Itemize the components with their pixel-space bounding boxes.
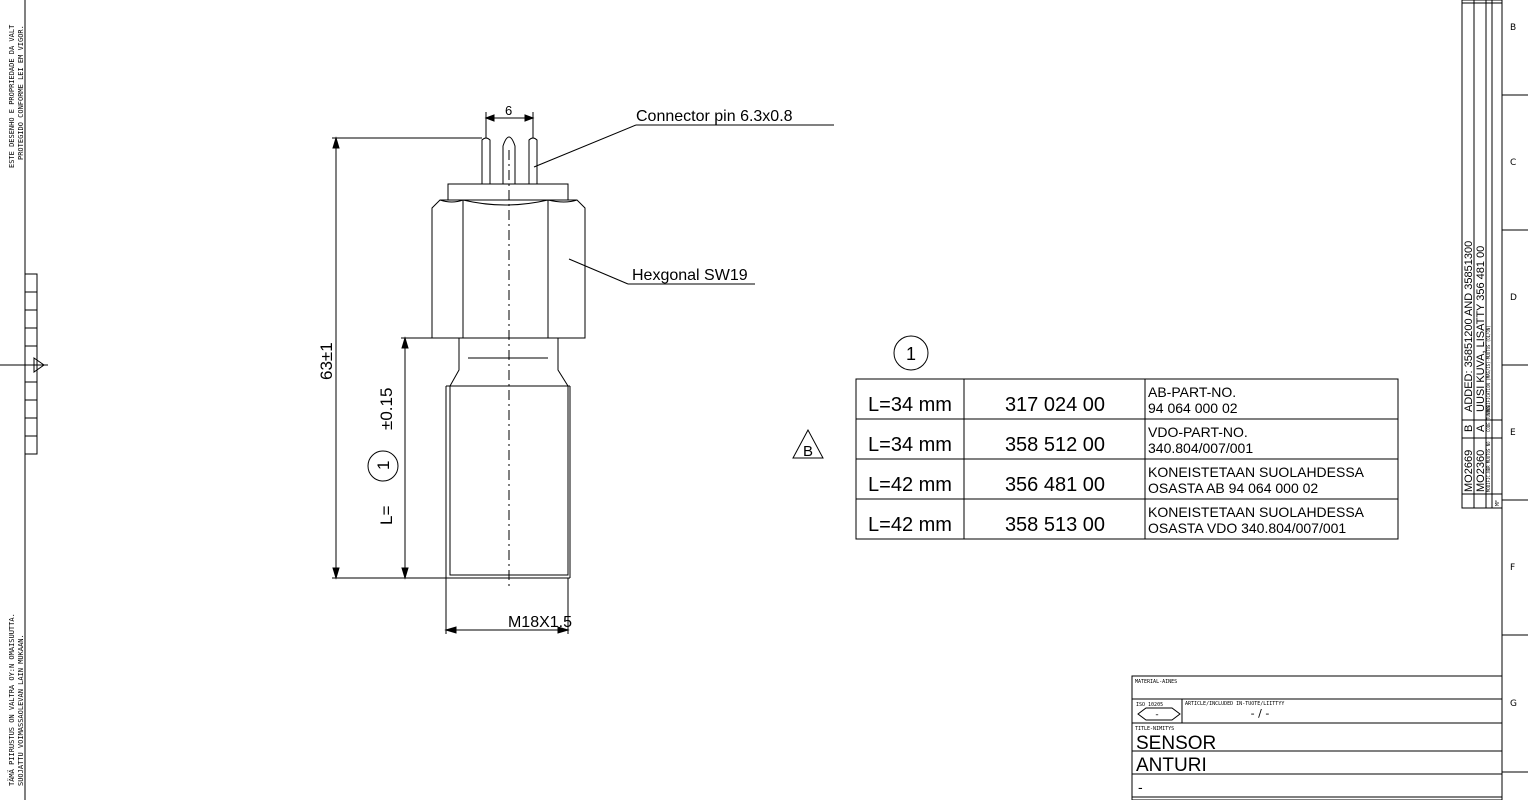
connector-pin-right [528, 137, 538, 184]
revision-header-mf: MF [1495, 500, 1501, 506]
iso-label: ISO 10205 [1136, 702, 1163, 708]
left-border [0, 0, 48, 800]
title-en: SENSOR [1136, 733, 1216, 754]
article-value: - / - [1251, 707, 1270, 720]
length-ref-circle [367, 450, 399, 482]
title-fi: ANTURI [1136, 755, 1207, 776]
table-ref-circle [893, 335, 929, 371]
margin-note-bottom: TÄMÄ PIIRUSTUS ON VALTRA OY:N OMAISUUTTA… [7, 613, 25, 786]
variant-table: 1 B L=34 mm 317 024 00 AB-PART-NO. 94 06… [792, 335, 1399, 540]
row-code: 358 512 00 [1005, 434, 1105, 456]
row-code: 356 481 00 [1005, 474, 1105, 496]
margin-note-top-line2: PROTEGIDO CONFORME LEI EM VIGOR. [17, 25, 25, 160]
article-label: ARTICLE/INCLUDED IN-TUOTE/LIITTYY [1185, 701, 1284, 707]
row-length: L=42 mm [868, 514, 952, 536]
row-desc1: KONEISTETAAN SUOLAHDESSA [1148, 504, 1365, 520]
zone-letter-d: D [1510, 293, 1517, 303]
table-row: L=34 mm 358 512 00 VDO-PART-NO. 340.804/… [868, 424, 1253, 456]
revision-code-b: B [1463, 425, 1475, 432]
revision-mf-b: MO2669 [1463, 450, 1475, 492]
iso-value: - [1155, 710, 1158, 720]
row-desc1: KONEISTETAAN SUOLAHDESSA [1148, 464, 1365, 480]
title-block: MATERIAL-AINES ISO 10205 - ARTICLE/INCLU… [1131, 675, 1503, 801]
margin-note-top-line1: ESTE DESENHO E PROPRIEDADE DA VALT [8, 24, 16, 168]
zone-letter-c: C [1510, 158, 1516, 168]
revision-text-a: UUSI KUVA, LISATTY 356 481 00 [1475, 246, 1487, 412]
flange [447, 183, 569, 201]
callout-connector-pin: Connector pin 6.3x0.8 [636, 108, 793, 125]
revision-header-modific: MODIFIC.NBR MUUTOS NO [1486, 441, 1491, 492]
dim-pin-spacing: 6 [505, 103, 512, 118]
connector-pin-left [481, 137, 491, 184]
revision-header-code: CODE TUNNUS [1486, 405, 1491, 432]
margin-note-bottom-line1: TÄMÄ PIIRUSTUS ON VALTRA OY:N OMAISUUTTA… [7, 613, 16, 786]
row-length: L=34 mm [868, 394, 952, 416]
row-length: L=42 mm [868, 474, 952, 496]
table-ref-number: 1 [906, 344, 916, 364]
right-border: B C D E F G [1501, 0, 1528, 800]
row-desc2: 94 064 000 02 [1148, 400, 1238, 416]
iso-symbol [1137, 707, 1181, 721]
sensor-part-drawing [431, 136, 586, 590]
dim-total-length: 63±1 [317, 342, 336, 380]
dim-length-ref: 1 [374, 461, 393, 470]
zone-letter-e: E [1510, 428, 1516, 438]
revision-header-text: MODIFICATION (MAS/IS)-MUUTOS (OL/ON) [1486, 325, 1491, 412]
dimensions [332, 112, 834, 634]
dim-length-prefix: L= [377, 506, 396, 525]
revision-block: MO2669 B ADDED: 35851200 AND 35851300 MO… [1461, 0, 1503, 509]
table-row: L=34 mm 317 024 00 AB-PART-NO. 94 064 00… [868, 384, 1238, 416]
row-code: 317 024 00 [1005, 394, 1105, 416]
table-row: L=42 mm 358 513 00 KONEISTETAAN SUOLAHDE… [868, 504, 1365, 536]
revision-mf-a: MO2360 [1475, 450, 1487, 492]
revision-mark: B [803, 443, 813, 460]
margin-note-bottom-line2: SUOJATTU VOIMASSAOLEVAN LAIN MUKAAN. [17, 634, 25, 786]
zone-letter-b: B [1510, 23, 1516, 33]
dimension-texts: 6 Connector pin 6.3x0.8 Hexgonal SW19 M1… [317, 103, 793, 631]
dim-thread: M18X1.5 [508, 614, 572, 631]
row-desc2: OSASTA AB 94 064 000 02 [1148, 480, 1318, 496]
title-extra: - [1138, 779, 1143, 795]
row-desc1: VDO-PART-NO. [1148, 424, 1248, 440]
margin-note-top: ESTE DESENHO E PROPRIEDADE DA VALT PROTE… [8, 24, 25, 168]
connector-pin-center [502, 136, 516, 184]
title-label: TITLE-NIMITYS [1135, 726, 1174, 732]
row-desc2: OSASTA VDO 340.804/007/001 [1148, 520, 1346, 536]
revision-text-b: ADDED: 35851200 AND 35851300 [1463, 241, 1475, 412]
table-row: L=42 mm 356 481 00 KONEISTETAAN SUOLAHDE… [868, 464, 1365, 496]
callout-hexagonal: Hexgonal SW19 [632, 267, 748, 284]
zone-letter-f: F [1510, 563, 1515, 573]
revision-triangle [792, 428, 824, 459]
revision-code-a: A [1475, 424, 1487, 432]
material-label: MATERIAL-AINES [1135, 679, 1177, 685]
row-code: 358 513 00 [1005, 514, 1105, 536]
row-desc1: AB-PART-NO. [1148, 384, 1236, 400]
row-desc2: 340.804/007/001 [1148, 440, 1253, 456]
zone-letter-g: G [1510, 699, 1517, 709]
dim-length-tolerance: ±0.15 [377, 388, 396, 430]
row-length: L=34 mm [868, 434, 952, 456]
